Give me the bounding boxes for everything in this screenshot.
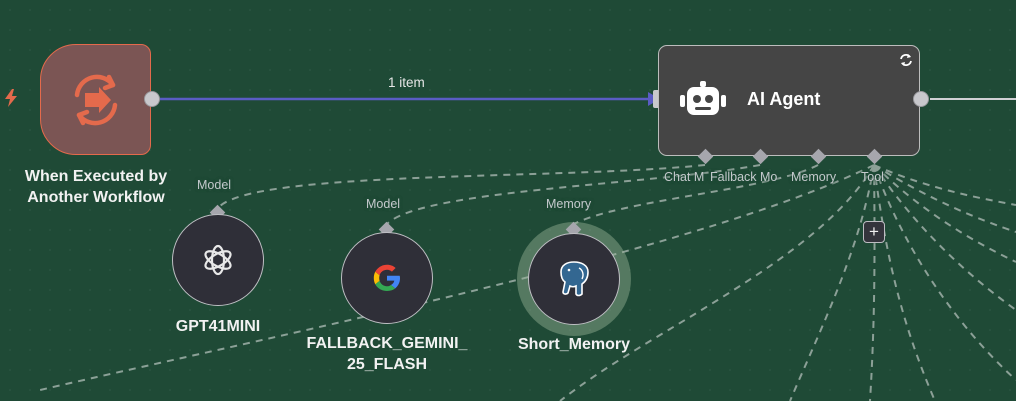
fallback-gemini-node[interactable] [341,232,433,324]
ai-agent-node[interactable]: AI Agent [658,45,920,156]
sync-icon [900,54,912,66]
fallback-gemini-caption-line2: 25_FLASH [346,356,428,373]
connection-tool-1 [39,164,875,391]
google-icon [373,264,400,291]
gemini-type-label: Model [366,197,401,211]
trigger-caption: When Executed by Another Workflow [5,166,187,208]
add-tool-button[interactable]: + [863,221,885,243]
connection-tool-8 [873,164,1016,263]
agent-output-port[interactable] [913,91,929,107]
ai-agent-title: AI Agent [747,89,821,109]
short-memory-caption: Short_Memory [517,336,631,353]
connection-item-count: 1 item [386,75,427,90]
postgres-elephant-icon [560,261,589,297]
trigger-node[interactable] [40,44,151,155]
connection-tool-5 [873,164,936,401]
connection-tool-6 [873,164,1016,381]
connection-memory [573,164,819,225]
agent-port-label-chat-model: Chat M [664,170,705,184]
workflow-trigger-icon [74,74,118,126]
robot-icon [680,81,726,115]
gpt41mini-node[interactable] [172,214,264,306]
agent-port-label-fallback-model: Fallback Mo [710,170,778,184]
fallback-gemini-caption: FALLBACK_GEMINI_ 25_FLASH [290,333,484,375]
connection-model-gemini [386,164,761,225]
connection-model-gpt [217,164,706,209]
trigger-output-port[interactable] [144,91,160,107]
gpt41mini-caption: GPT41MINI [175,318,261,335]
agent-port-label-memory: Memory [791,170,837,184]
gpt-type-label: Model [197,178,232,192]
connection-tool-4 [869,164,876,401]
trigger-bolt-icon [5,89,17,107]
agent-port-label-tool: Tool [861,170,884,184]
short-memory-node[interactable] [528,233,620,325]
trigger-caption-line1: When Executed by [24,168,168,185]
connection-tool-7 [873,164,1016,311]
fallback-gemini-caption-line1: FALLBACK_GEMINI_ [306,335,468,352]
openai-icon [204,244,232,276]
memory-type-label: Memory [546,197,592,211]
trigger-caption-line2: Another Workflow [27,189,165,206]
connection-tool-9 [873,164,1016,233]
connection-tool-3 [789,164,875,401]
